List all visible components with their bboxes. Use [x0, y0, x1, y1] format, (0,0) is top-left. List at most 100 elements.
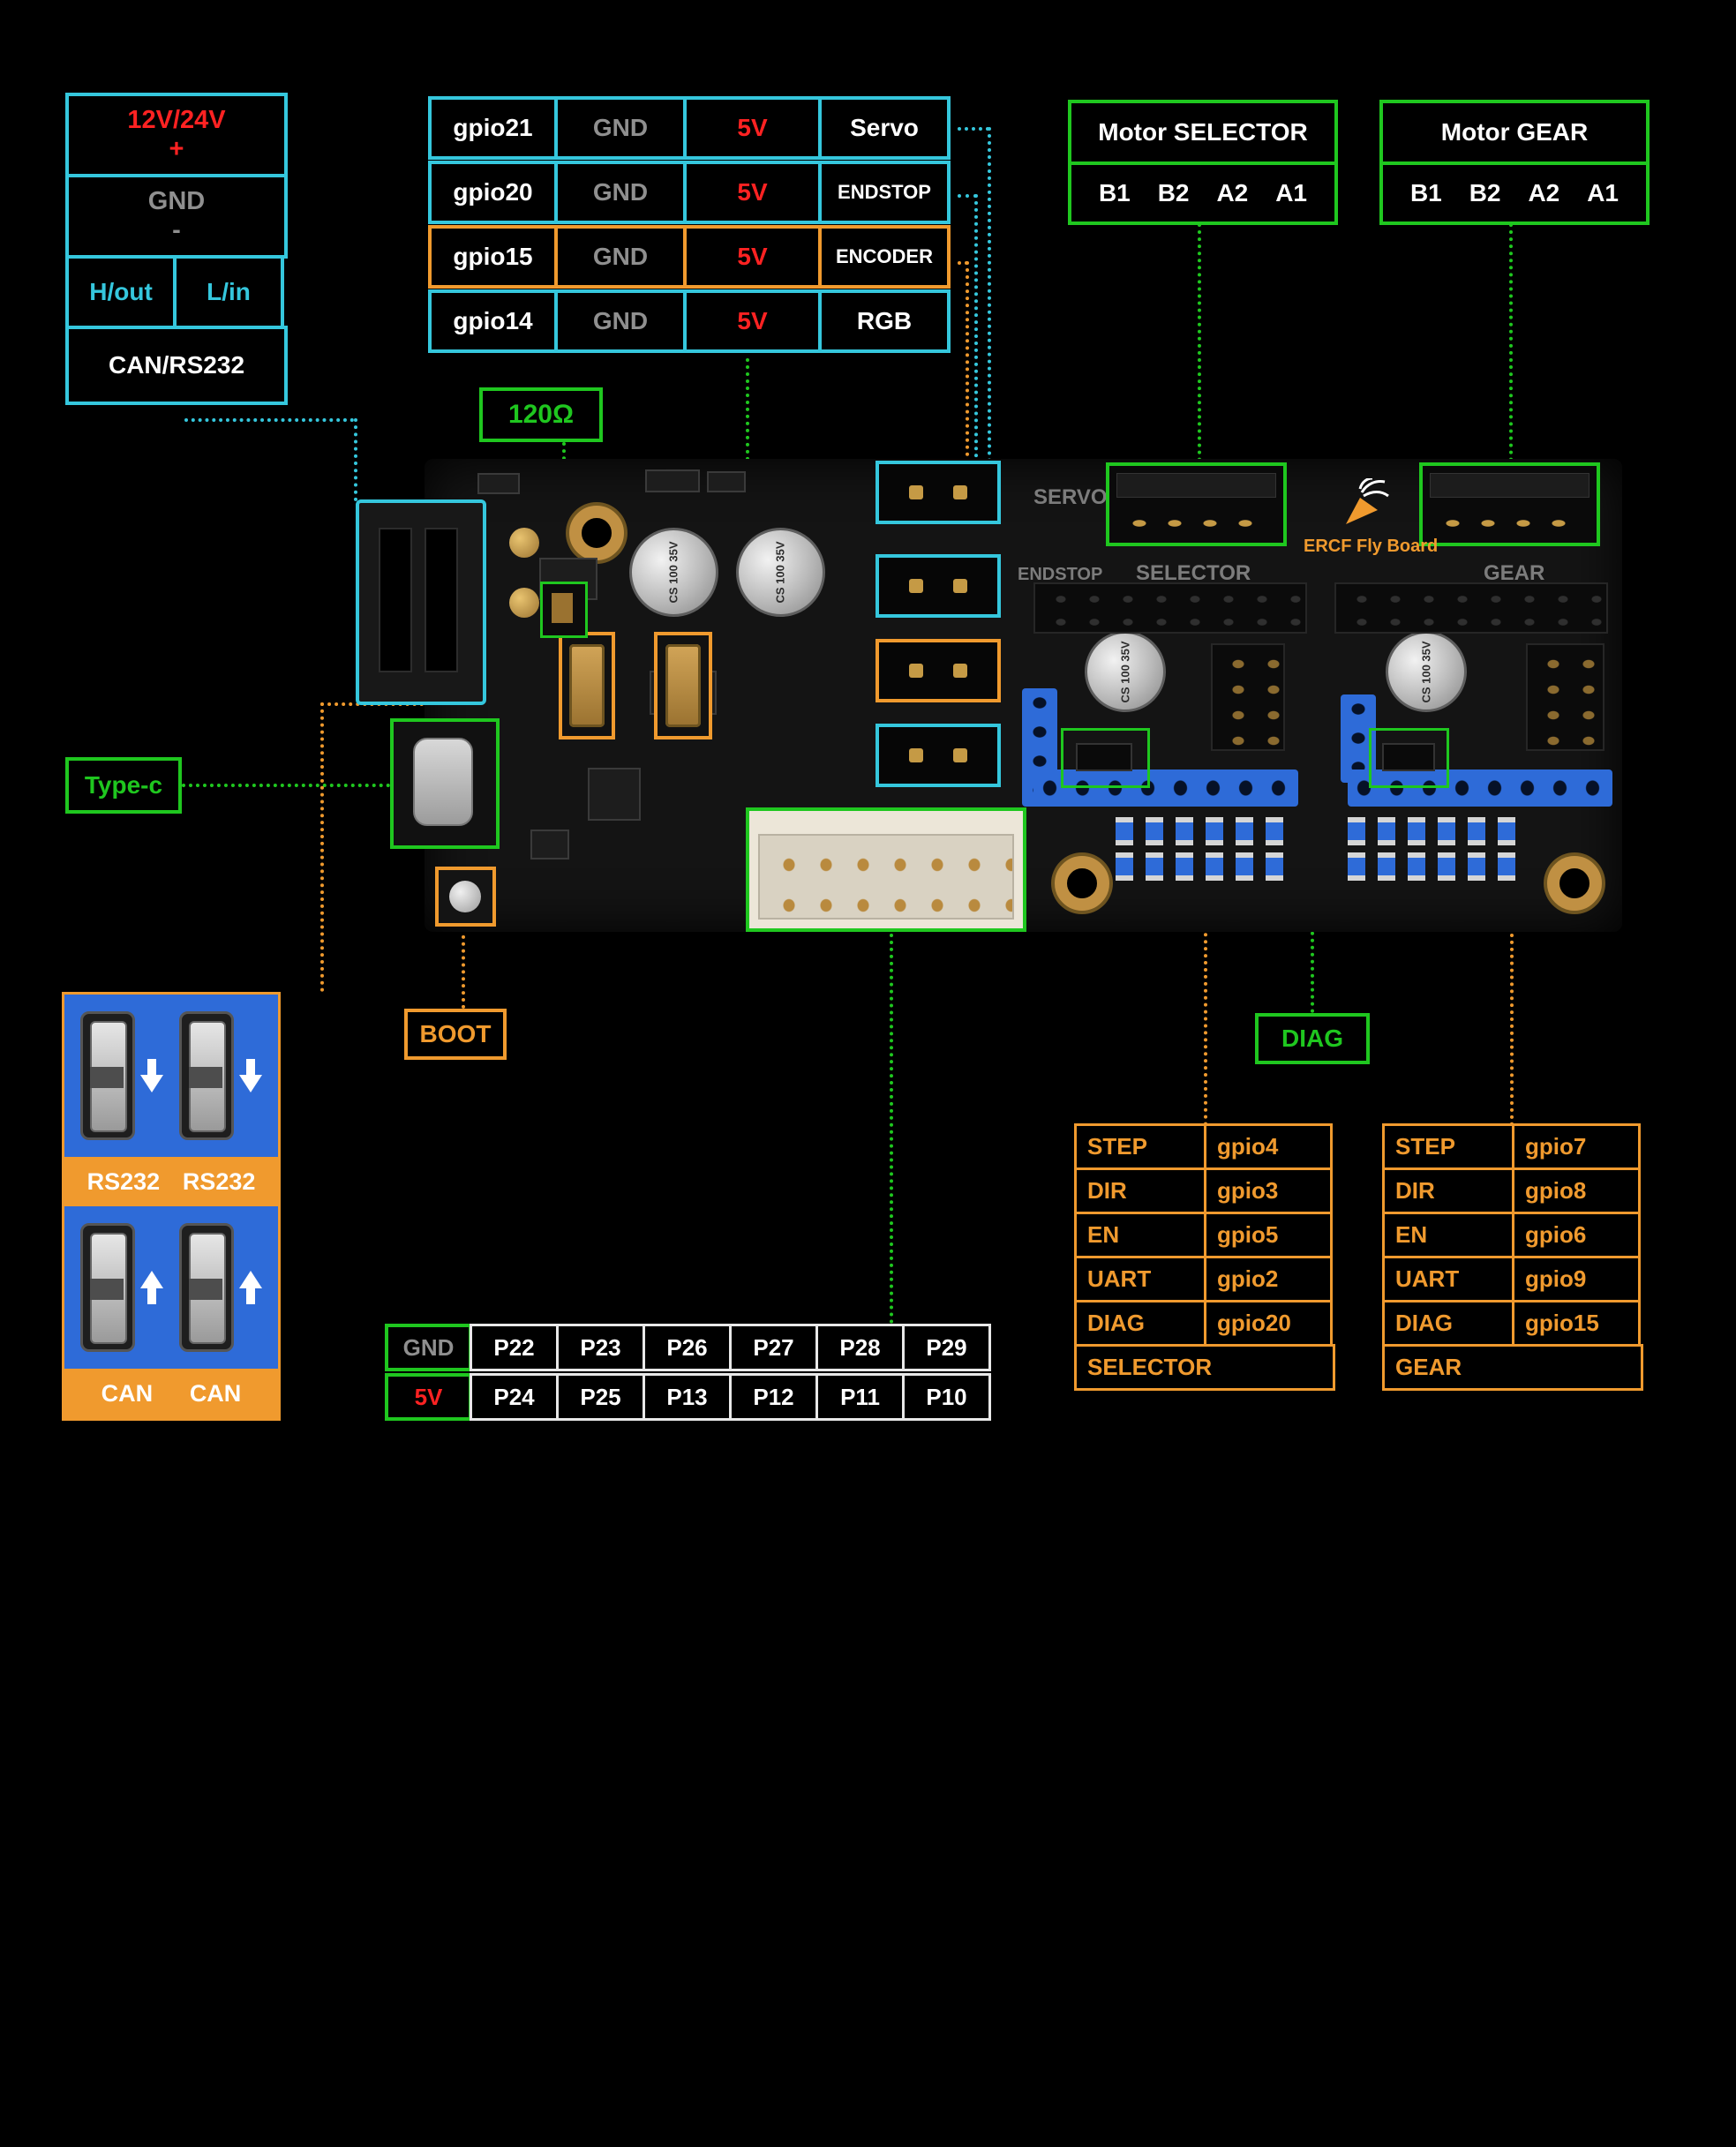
rs232-band: RS232 RS232 [64, 1157, 278, 1206]
connector-line [354, 418, 357, 501]
rs232-label: RS232 [182, 1167, 256, 1195]
switch-unit [179, 1223, 262, 1352]
rgb-connector [876, 724, 1001, 787]
signal-name: EN [1382, 1212, 1514, 1258]
comm-switch-panel: RS232 RS232 CAN CAN [62, 992, 281, 1421]
driver-header [1334, 582, 1608, 634]
mounting-hole [1547, 856, 1602, 911]
driver-socket [1211, 643, 1285, 751]
hout-cell: H/out [65, 255, 177, 329]
power-pinout-table: 12V/24V + GND - H/out L/in CAN/RS232 [65, 93, 288, 405]
pcb-board: CS 100 35V CS 100 35V CS 100 35V CS 100 … [356, 459, 1622, 932]
comm-slide-switch [654, 632, 712, 739]
silk-selector: SELECTOR [1136, 561, 1251, 585]
termination-resistor-box: 120Ω [479, 387, 603, 442]
connector-line [320, 702, 324, 992]
smd-cluster [1348, 852, 1515, 881]
termination-switch [540, 582, 588, 638]
arrow-down-icon [239, 1059, 262, 1092]
typec-box: Type-c [65, 757, 182, 814]
diag-label: DIAG [1281, 1025, 1343, 1052]
motor-gear-box: Motor GEAR B1 B2 A2 A1 [1379, 100, 1650, 225]
resistor-label: 120Ω [507, 400, 575, 429]
signal-name: DIAG [1382, 1300, 1514, 1347]
diag-box: DIAG [1255, 1013, 1370, 1064]
connector-line [1510, 934, 1514, 1126]
connector-line [184, 418, 354, 422]
pin-a1: A1 [1587, 179, 1619, 206]
signal-gpio: gpio8 [1512, 1167, 1641, 1214]
smd-component [645, 469, 700, 492]
pin-b1: B1 [1098, 179, 1131, 206]
gnd-label: GND [592, 243, 649, 270]
motor-selector-pins: B1 B2 A2 A1 [1071, 161, 1334, 221]
v5-label: 5V [737, 307, 768, 334]
connector-line [1198, 223, 1201, 462]
pin-b2: B2 [1157, 179, 1190, 206]
slide-switch [80, 1011, 135, 1140]
connector-line [1204, 849, 1207, 1126]
pin-a2: A2 [1528, 179, 1560, 206]
rs232-label: RS232 [86, 1167, 161, 1195]
motor-gear-pins: B1 B2 A2 A1 [1383, 161, 1646, 221]
slide-switch [179, 1223, 234, 1352]
v5-label: 5V [737, 243, 768, 270]
power-row-voltage: 12V/24V + [65, 93, 288, 177]
function-label: RGB [856, 307, 913, 334]
boot-label: BOOT [419, 1020, 492, 1047]
pin-label: P11 [840, 1383, 880, 1410]
smd-component [530, 830, 569, 860]
signal-name: UART [1074, 1256, 1206, 1302]
female-header [1033, 769, 1298, 807]
pin-label: P13 [666, 1383, 708, 1410]
arrow-down-icon [140, 1059, 163, 1092]
pin-label: P22 [493, 1333, 535, 1361]
table-footer: SELECTOR [1074, 1344, 1335, 1391]
servo-connector [876, 461, 1001, 524]
mounting-hole [569, 506, 624, 560]
slide-switch [179, 1011, 234, 1140]
v5-label: 5V [737, 114, 768, 141]
pin-a1: A1 [1275, 179, 1307, 206]
electrolytic-capacitor: CS 100 35V [1386, 631, 1467, 712]
encoder-connector [876, 639, 1001, 702]
brand-label: ERCF Fly Board [1304, 537, 1439, 556]
female-header [1348, 769, 1612, 807]
gpio-row-servo: gpio21 GND 5V Servo [428, 96, 951, 160]
pin-label: P28 [839, 1333, 881, 1361]
signal-gpio: gpio4 [1204, 1123, 1333, 1170]
gear-motor-connector [1419, 462, 1600, 546]
function-label: ENCODER [835, 245, 933, 267]
signal-gpio: gpio9 [1512, 1256, 1641, 1302]
gnd-label: GND [147, 186, 206, 215]
connector-line [1509, 223, 1513, 462]
signal-name: EN [1074, 1212, 1206, 1258]
electrolytic-capacitor: CS 100 35V [1085, 631, 1166, 712]
smd-component [707, 471, 746, 492]
rs232-switch-row [64, 995, 278, 1157]
signal-name: STEP [1382, 1123, 1514, 1170]
gnd-label: GND [592, 114, 649, 141]
signal-gpio: gpio6 [1512, 1212, 1641, 1258]
v5-label: 5V [414, 1383, 443, 1410]
connector-line [958, 261, 968, 265]
smd-cluster [1348, 817, 1515, 845]
connector-line [182, 784, 390, 787]
endstop-connector [876, 554, 1001, 618]
gpio-label: gpio14 [453, 307, 533, 334]
signal-name: DIR [1074, 1167, 1206, 1214]
gnd-label: GND [592, 307, 649, 334]
switch-unit [80, 1223, 163, 1352]
function-label: Servo [850, 114, 919, 141]
silk-servo: SERVO [1033, 485, 1108, 509]
can-label: CAN [189, 1379, 242, 1407]
aux-jst-connector [746, 807, 1026, 932]
pin-label: P27 [753, 1333, 794, 1361]
connector-line [890, 934, 893, 1324]
signal-gpio: gpio15 [1512, 1300, 1641, 1347]
connector-line [958, 194, 977, 198]
screw-terminal [509, 588, 539, 618]
comm-slide-switch [559, 632, 615, 739]
minus-label: - [172, 216, 181, 244]
